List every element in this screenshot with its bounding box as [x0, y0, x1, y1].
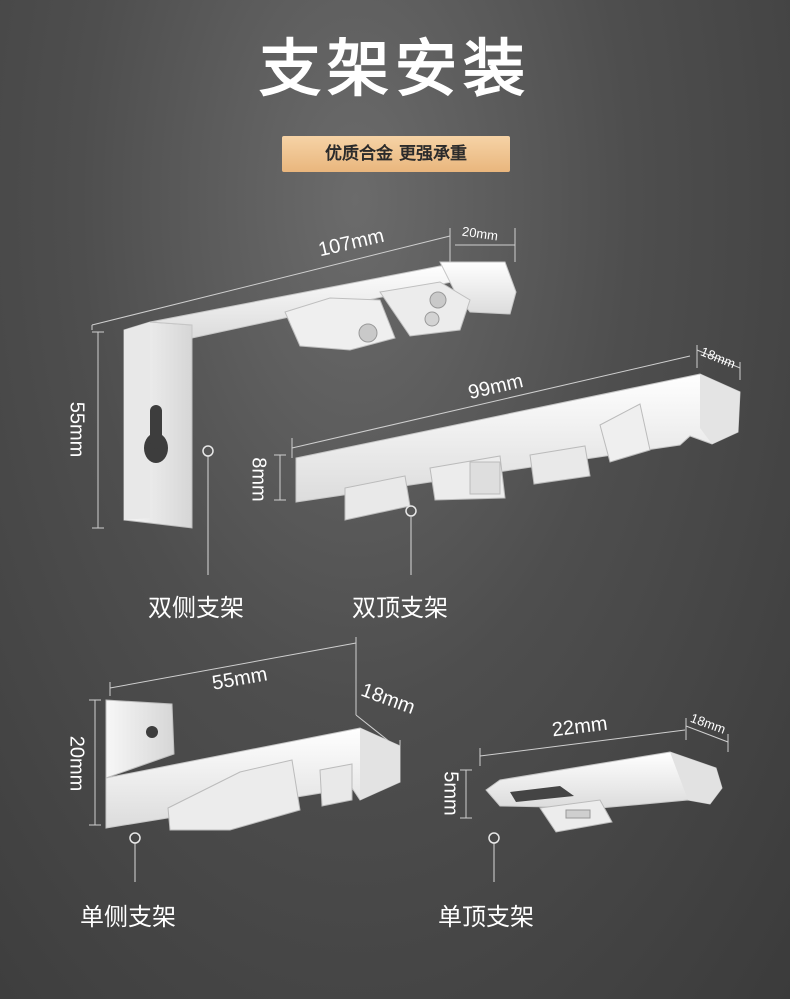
caption-single-side-bracket: 单侧支架: [80, 903, 176, 931]
double-side-bracket-image: [91, 228, 517, 529]
page-title: 支架安装: [258, 32, 531, 105]
caption-single-top-bracket: 单顶支架: [438, 903, 534, 931]
leader-lines-bottom: [129, 832, 500, 882]
caption-double-top-bracket: 双顶支架: [352, 594, 448, 622]
feature-badge: 优质合金 更强承重: [282, 136, 510, 172]
dim-5mm: 5mm: [439, 771, 462, 816]
single-side-bracket-image: [89, 637, 401, 831]
dim-8mm: 8mm: [247, 457, 270, 502]
dim-55mm-vertical: 55mm: [65, 401, 88, 458]
single-top-bracket-image: [460, 718, 729, 833]
caption-double-side-bracket: 双侧支架: [148, 594, 244, 622]
leader-lines-top: [202, 445, 417, 575]
double-top-bracket-image: [274, 345, 741, 521]
dim-20mm-vertical: 20mm: [65, 735, 88, 792]
